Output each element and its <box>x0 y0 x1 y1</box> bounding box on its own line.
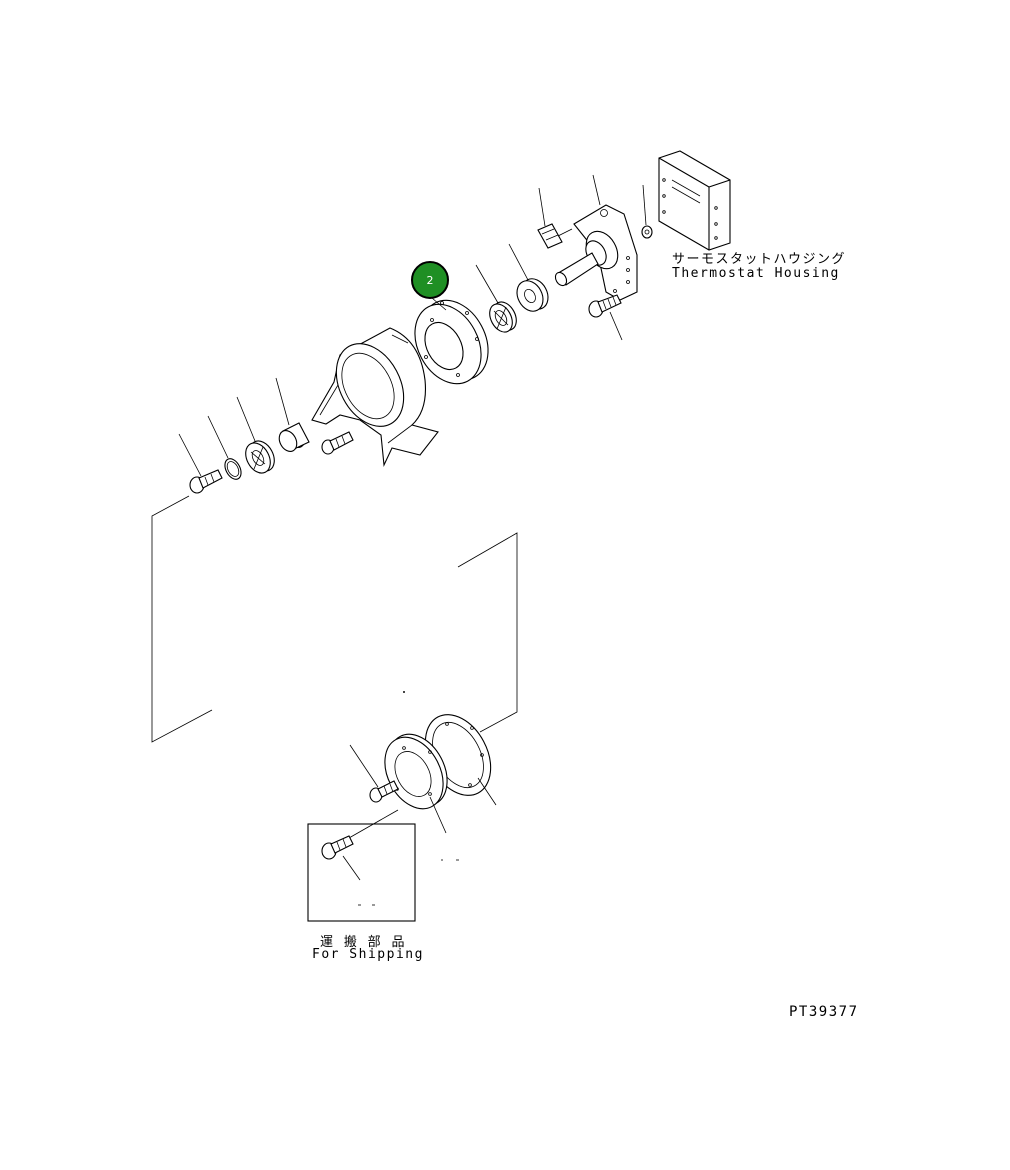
thermostat-housing-label-jp: サーモスタットハウジング <box>672 252 847 267</box>
leader-line <box>475 264 499 304</box>
bolt-part <box>321 431 354 455</box>
shipping-label-jp: 運 搬 部 品 <box>320 935 406 950</box>
grease-fitting-part <box>537 223 573 249</box>
leader-line <box>508 243 529 281</box>
bolt-part <box>588 294 622 318</box>
thermostat-housing-part <box>658 150 731 251</box>
main-housing-part <box>311 327 439 468</box>
callout-2[interactable]: 2 <box>411 261 449 299</box>
flange-plate-part <box>414 299 489 385</box>
leader-line <box>477 777 497 806</box>
shipping-label-en: For Shipping <box>312 947 424 962</box>
leader-line <box>178 433 202 477</box>
shipping-kit-box <box>307 809 416 922</box>
leader-line <box>429 796 447 834</box>
bolt-part <box>369 780 399 803</box>
leader-line <box>538 187 546 227</box>
thermostat-housing-label-en: Thermostat Housing <box>672 266 840 281</box>
leader-line <box>609 311 623 341</box>
bearing-part <box>245 440 275 474</box>
leader-line <box>236 396 256 442</box>
snap-ring-part <box>224 458 242 480</box>
leader-line <box>642 184 647 226</box>
bolt-part <box>189 469 223 494</box>
cover-plate-part <box>384 733 448 810</box>
leader-line <box>592 174 601 206</box>
leader-line <box>207 415 229 459</box>
drawing-code: PT39377 <box>789 1004 859 1020</box>
callout-number: 2 <box>426 273 434 287</box>
leader-line <box>349 744 379 788</box>
bushing-part <box>278 422 310 452</box>
bearing-part <box>516 278 549 312</box>
bracket-part <box>554 204 638 301</box>
leader-line <box>431 297 447 311</box>
leader-line <box>275 377 290 426</box>
seal-part <box>489 301 517 333</box>
engine-outline <box>151 495 518 743</box>
plug-part <box>641 225 653 239</box>
